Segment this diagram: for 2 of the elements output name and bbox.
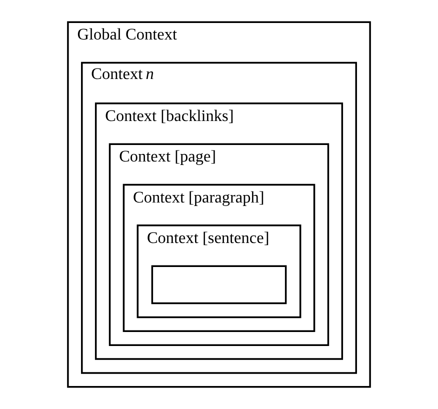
node-box xyxy=(151,265,287,304)
cluster: Context [sentence] xyxy=(136,224,302,318)
